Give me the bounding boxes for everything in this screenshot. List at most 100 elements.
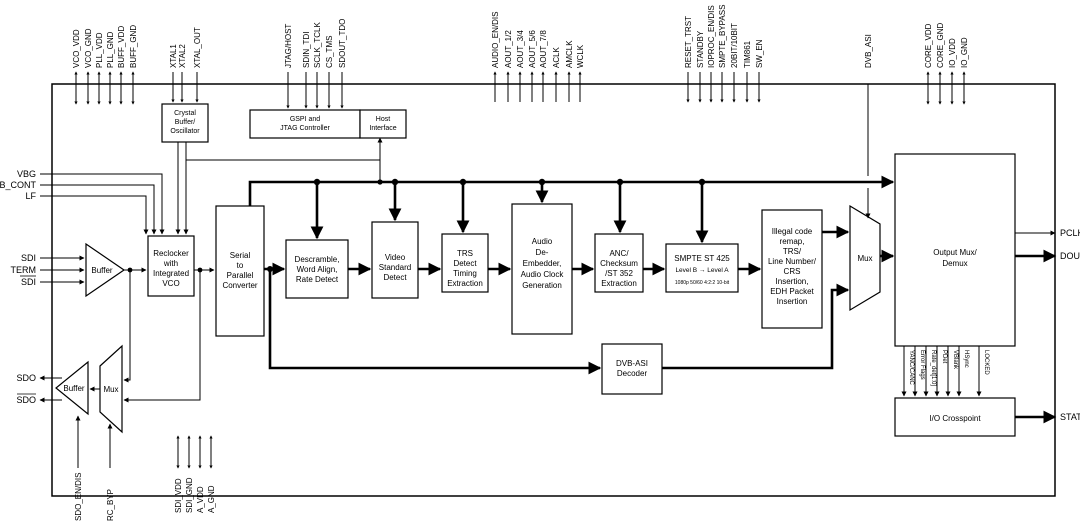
- svg-text:STAT[5:0]: STAT[5:0]: [1060, 412, 1080, 422]
- svg-text:Level B → Level A: Level B → Level A: [675, 267, 729, 274]
- signal-wires: [39, 84, 1057, 468]
- status-label-5: HSync: [963, 350, 969, 368]
- svg-text:LF: LF: [25, 191, 36, 201]
- svg-text:I/O Crosspoint: I/O Crosspoint: [929, 414, 981, 423]
- svg-text:SDO: SDO: [16, 373, 36, 383]
- pin-label-cs-tms: CS_TMS: [325, 36, 334, 68]
- svg-text:DOUT[19:0]: DOUT[19:0]: [1060, 251, 1080, 261]
- pin-label-rc-byp: RC_BYP: [106, 489, 115, 521]
- pin-label-a-vdd: A_VDD: [196, 486, 205, 513]
- svg-text:SDI: SDI: [21, 277, 36, 287]
- pin-label-sclk-tclk: SCLK_TCLK: [313, 22, 322, 68]
- output-mux-demux-block: Output Mux/Demux: [894, 153, 1016, 347]
- main-data-bus: [248, 175, 895, 375]
- pin-label-buff-gnd: BUFF_GND: [129, 25, 138, 68]
- pin-label-tim861: TIM861: [743, 40, 752, 68]
- output-buffer: Buffer: [55, 360, 89, 416]
- pin-label-xtal1: XTAL1: [169, 44, 178, 68]
- svg-text:Descramble,Word Align,Rate Det: Descramble,Word Align,Rate Detect: [295, 255, 340, 284]
- pin-label-sdout-tdo: SDOUT_TDO: [338, 19, 347, 68]
- pin-label-aout-5-6: AOUT_5/6: [528, 30, 537, 68]
- pin-label-core-gnd: CORE_GND: [936, 22, 945, 68]
- pin-label-amclk: AMCLK: [565, 40, 574, 68]
- status-label-1: Error Flags: [919, 350, 925, 380]
- svg-text:Buffer: Buffer: [91, 266, 113, 275]
- pin-label-aout-3-4: AOUT_3/4: [516, 30, 525, 68]
- svg-text:VBG: VBG: [17, 169, 36, 179]
- svg-text:Mux: Mux: [857, 254, 872, 263]
- right-output-labels: PCLK DOUT[19:0] STAT[5:0]: [1060, 228, 1080, 422]
- io-crosspoint-block: I/O Crosspoint: [894, 397, 1016, 437]
- pin-label-pll-gnd: PLL_GND: [106, 31, 115, 68]
- pin-label-vco-vdd: VCO_VDD: [72, 29, 81, 68]
- pin-label-pll-vdd: PLL_VDD: [95, 32, 104, 68]
- pin-label-sdo-en-dis: SDO_EN/DIS: [74, 473, 83, 521]
- status-label-2: Rate_det[1:0]: [930, 350, 936, 386]
- svg-text:Output Mux/Demux: Output Mux/Demux: [933, 248, 977, 268]
- pin-label-aout-7-8: AOUT_7/8: [539, 30, 548, 68]
- pin-label-standby: STANDBY: [696, 30, 705, 68]
- pin-label-dvb-asi: DVB_ASI: [864, 34, 873, 68]
- pin-label-sdi-gnd: SDI_GND: [185, 477, 194, 513]
- svg-text:SDI: SDI: [21, 253, 36, 263]
- pins-dvb-asi: DVB_ASI: [864, 34, 873, 68]
- input-buffer: Buffer: [85, 242, 126, 298]
- left-input-labels: VBG LB_CONT LF SDI TERM SDI SDO SDO: [0, 169, 36, 405]
- svg-text:SMPTE ST 425: SMPTE ST 425: [674, 254, 730, 263]
- loop-out-mux: Mux: [99, 344, 123, 434]
- svg-text:Mux: Mux: [103, 385, 118, 394]
- pin-label-wclk: WCLK: [576, 44, 585, 68]
- pin-label-aout-1-2: AOUT_1/2: [504, 30, 513, 68]
- status-label-3: PDet: [941, 350, 947, 364]
- smpte-st425-block: SMPTE ST 425 Level B → Level A 1080p 50/…: [665, 243, 739, 293]
- pin-label-20bit-10bit: 20BIT/10BIT: [730, 23, 739, 68]
- pin-label-core-vdd: CORE_VDD: [924, 23, 933, 68]
- pin-label-sdi-vdd: SDI_VDD: [174, 478, 183, 513]
- pin-label-ioproc-en-dis: IOPROC_EN/DIS: [707, 5, 716, 68]
- pins-bottom-left: SDO_EN/DIS RC_BYP: [74, 473, 115, 521]
- svg-text:PCLK: PCLK: [1060, 228, 1080, 238]
- pin-label-audio-en-dis: AUDIO_EN/DIS: [491, 12, 500, 68]
- pin-label-jtag-host: JTAG/HOST: [284, 24, 293, 68]
- pin-label-buff-vdd: BUFF_VDD: [117, 26, 126, 68]
- pin-label-io-vdd: IO_VDD: [948, 38, 957, 68]
- pin-label-smpte-bypass: SMPTE_BYPASS: [718, 5, 727, 68]
- pin-label-io-gnd: IO_GND: [960, 37, 969, 68]
- descramble-block: Descramble,Word Align,Rate Detect: [285, 239, 349, 299]
- output-select-mux: Mux: [849, 204, 881, 312]
- svg-text:SDO: SDO: [16, 395, 36, 405]
- svg-text:Buffer: Buffer: [63, 384, 85, 393]
- pin-label-a-gnd: A_GND: [207, 485, 216, 513]
- pin-label-vco-gnd: VCO_GND: [84, 28, 93, 68]
- status-label-6: LOCKED: [983, 350, 989, 375]
- pin-label-xtal-out: XTAL_OUT: [193, 27, 202, 68]
- pins-status: YANC/CANC Error Flags Rate_det[1:0] PDet VBl…: [908, 350, 989, 386]
- status-label-0: YANC/CANC: [908, 350, 914, 386]
- status-label-4: VBlank: [952, 350, 958, 370]
